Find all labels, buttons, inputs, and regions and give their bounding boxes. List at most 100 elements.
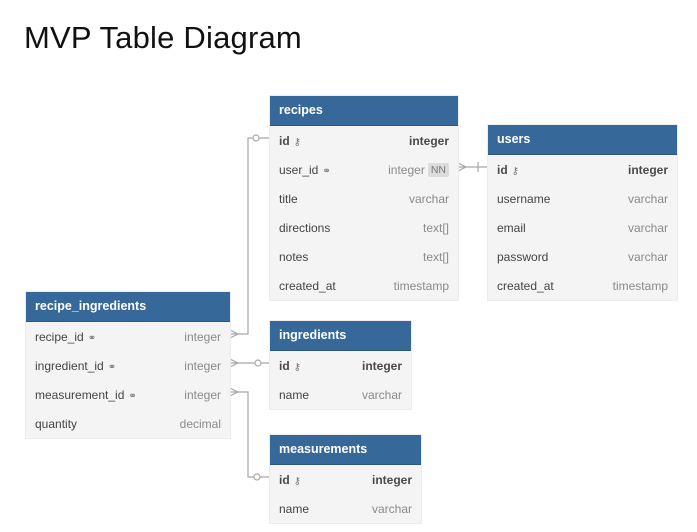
field-type: timestamp [393, 278, 449, 293]
table-measurements[interactable]: measurements id⚷ integer name varchar [270, 435, 421, 523]
link-icon: ⚭ [322, 165, 331, 177]
field-row-ingredient-id[interactable]: ingredient_id⚭integer [26, 351, 230, 380]
field-name: user_id⚭ [279, 163, 388, 177]
link-icon: ⚭ [107, 361, 117, 373]
crowfoot-user-id [457, 162, 468, 172]
connector-measurements-recipe-ingredients [230, 391, 270, 478]
field-row-recipe-id[interactable]: recipe_id⚭integer [26, 322, 230, 351]
connector-recipes-recipe-ingredients [230, 137, 270, 335]
field-type: varchar [371, 501, 412, 516]
field-name-text: title [279, 191, 298, 206]
field-name: id⚷ [279, 359, 362, 373]
field-name-text: password [497, 249, 549, 264]
table-header-measurements[interactable]: measurements [270, 435, 421, 465]
table-header-recipe-ingredients[interactable]: recipe_ingredients [26, 292, 230, 322]
field-row-title[interactable]: title varchar [270, 184, 458, 213]
field-row-id[interactable]: id⚷ integer [270, 465, 421, 494]
field-type: timestamp [612, 278, 668, 293]
field-name: quantity [35, 417, 180, 431]
table-header-users[interactable]: users [488, 125, 677, 155]
field-type: varchar [627, 249, 668, 264]
field-type: integer [184, 358, 221, 373]
crowfoot-recipe-id [229, 329, 240, 339]
field-name-text: id [279, 472, 290, 487]
field-name-text: created_at [279, 278, 336, 293]
field-name: email [497, 221, 628, 235]
field-row-name[interactable]: name varchar [270, 380, 411, 409]
optional-marker-recipes-id [252, 134, 260, 142]
field-type: decimal [179, 416, 221, 431]
field-name-text: id [497, 162, 508, 177]
key-icon: ⚷ [293, 136, 301, 148]
field-type: integer [408, 133, 449, 148]
key-icon: ⚷ [293, 361, 301, 373]
field-type: varchar [408, 191, 449, 206]
field-name-text: name [279, 501, 310, 516]
field-row-id[interactable]: id⚷integer [270, 351, 411, 380]
table-header-ingredients[interactable]: ingredients [270, 321, 411, 351]
field-row-created-at[interactable]: created_at timestamp [270, 271, 458, 300]
key-icon: ⚷ [293, 475, 301, 487]
field-type: text[] [422, 220, 449, 235]
field-name: created_at [497, 279, 613, 293]
field-type: varchar [627, 220, 668, 235]
field-name: title [279, 192, 409, 206]
field-name-text: id [279, 133, 290, 148]
field-name: id⚷ [497, 163, 628, 177]
field-name: notes [279, 250, 423, 264]
table-header-recipes[interactable]: recipes [270, 96, 458, 126]
field-name: created_at [279, 279, 394, 293]
field-name-text: created_at [497, 278, 554, 293]
field-type: integer [388, 162, 425, 177]
field-row-username[interactable]: username varchar [488, 184, 677, 213]
field-type: varchar [627, 191, 668, 206]
crowfoot-ingredient-id [229, 358, 240, 368]
field-name-text: user_id [279, 162, 319, 177]
field-name-text: name [279, 387, 310, 402]
field-type: integer [184, 329, 221, 344]
field-row-email[interactable]: email varchar [488, 213, 677, 242]
field-type: integer [361, 358, 402, 373]
optional-marker-ingredients-id [254, 359, 262, 367]
field-name-text: recipe_id [35, 329, 84, 344]
page-title: MVP Table Diagram [24, 20, 302, 55]
field-name-text: username [497, 191, 551, 206]
key-icon: ⚷ [511, 165, 519, 177]
field-name-text: ingredient_id [35, 358, 104, 373]
field-type: integer [371, 472, 412, 487]
field-row-id[interactable]: id⚷integer [270, 126, 458, 155]
crowfoot-measurement-id [229, 387, 240, 397]
field-name: name [279, 502, 372, 516]
field-row-password[interactable]: password varchar [488, 242, 677, 271]
field-name: ingredient_id⚭ [35, 359, 184, 373]
field-name: id⚷ [279, 134, 409, 148]
field-type: integer [627, 162, 668, 177]
field-row-id[interactable]: id⚷integer [488, 155, 677, 184]
field-name-text: quantity [35, 416, 78, 431]
field-type: integer [184, 387, 221, 402]
field-name: recipe_id⚭ [35, 330, 184, 344]
optional-marker-measurements-id [253, 473, 261, 481]
field-type: varchar [361, 387, 402, 402]
field-row-name[interactable]: name varchar [270, 494, 421, 523]
field-name-text: directions [279, 220, 331, 235]
field-row-measurement-id[interactable]: measurement_id⚭integer [26, 380, 230, 409]
field-row-notes[interactable]: notes text[] [270, 242, 458, 271]
link-icon: ⚭ [128, 390, 137, 402]
field-name-text: email [497, 220, 526, 235]
field-name: directions [279, 221, 423, 235]
not-null-badge: NN [427, 162, 449, 177]
field-name: username [497, 192, 628, 206]
field-row-quantity[interactable]: quantity decimal [26, 409, 230, 438]
field-row-created-at[interactable]: created_at timestamp [488, 271, 677, 300]
field-row-directions[interactable]: directions text[] [270, 213, 458, 242]
field-type: text[] [422, 249, 449, 264]
field-name-text: notes [279, 249, 309, 264]
field-name-text: id [279, 358, 290, 373]
